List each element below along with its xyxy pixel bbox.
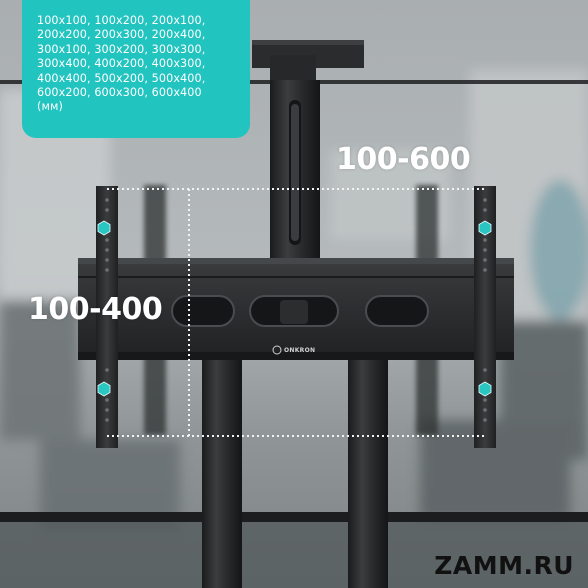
horizontal-dimension-label: 100-600 xyxy=(336,142,471,177)
watermark: ZAMM.RU xyxy=(434,551,574,580)
vesa-size-line: 600x200, 600x300, 600x400 xyxy=(37,86,202,100)
vesa-size-line: 200x200, 200x300, 200x400, xyxy=(37,28,206,42)
brand-logo-text: ONKRON xyxy=(284,347,316,354)
vesa-info-card: 100x100, 100x200, 200x100, 200x200, 200x… xyxy=(22,0,250,138)
hex-bolt-icon xyxy=(97,220,111,236)
vertical-dimension-label: 100-400 xyxy=(28,292,163,327)
hex-bolt-icon xyxy=(478,381,492,397)
vesa-size-line: 300x400, 400x200, 400x300, xyxy=(37,57,206,71)
hex-bolt-icon xyxy=(478,220,492,236)
vesa-size-line: 100x100, 100x200, 200x100, xyxy=(37,14,206,27)
hex-bolt-icon xyxy=(97,381,111,397)
vesa-unit-line: (мм) xyxy=(37,100,64,114)
vesa-size-line: 300x100, 300x200, 300x300, xyxy=(37,42,206,56)
vesa-size-line: 400x400, 500x200, 500x400, xyxy=(37,71,206,85)
